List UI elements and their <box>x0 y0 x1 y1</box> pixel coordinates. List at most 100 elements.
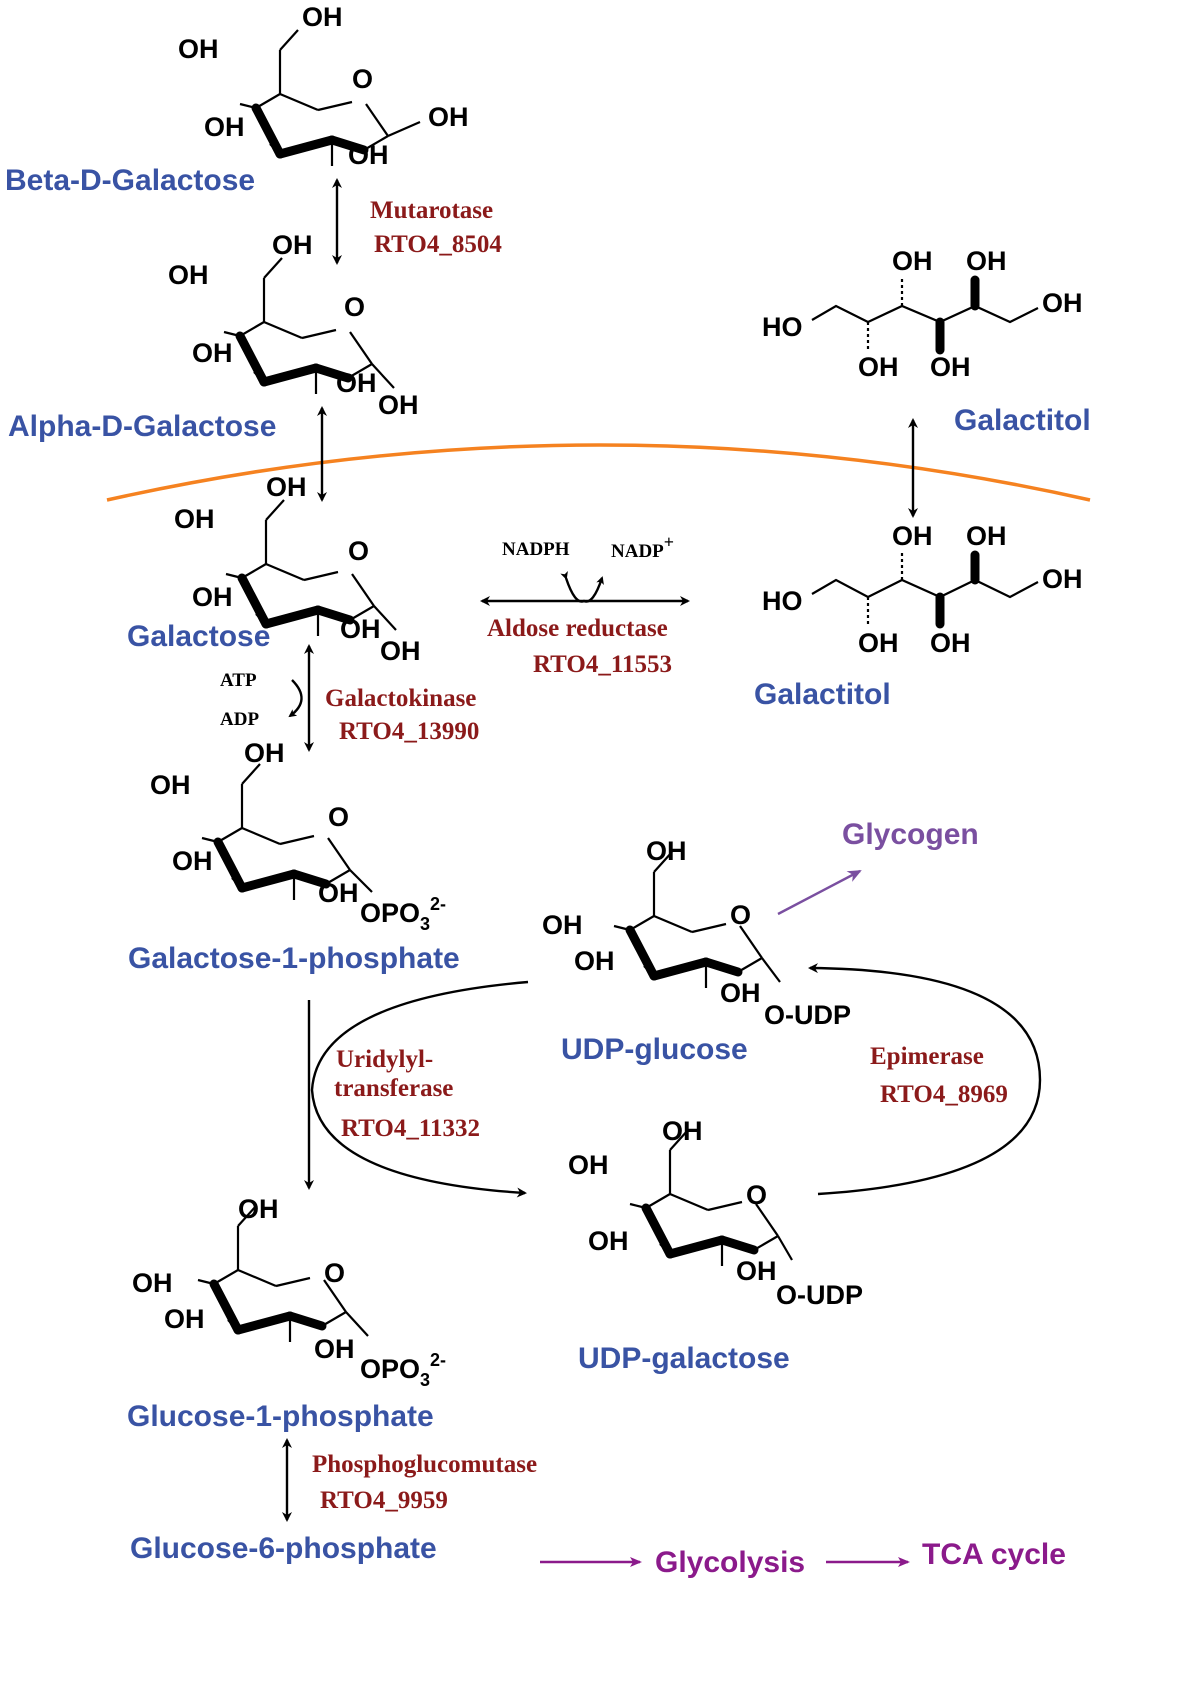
galactose-label: Galactose <box>127 620 270 653</box>
svg-text:OH: OH <box>314 1334 355 1364</box>
galactitol-inside-label: Galactitol <box>754 678 891 711</box>
udp-galactose-label: UDP-galactose <box>578 1342 790 1375</box>
svg-text:OH: OH <box>178 34 219 64</box>
svg-text:O-UDP: O-UDP <box>776 1280 863 1310</box>
svg-text:OH: OH <box>244 738 285 768</box>
aldose-reductase-gene: RTO4_11553 <box>533 651 672 678</box>
svg-text:OH: OH <box>172 846 213 876</box>
svg-text:O: O <box>746 1180 767 1210</box>
svg-text:OH: OH <box>192 582 233 612</box>
svg-text:OH: OH <box>238 1194 279 1224</box>
svg-text:OH: OH <box>966 521 1007 551</box>
glycogen-arrow <box>777 869 862 916</box>
epimerase-gene: RTO4_8969 <box>880 1081 1008 1108</box>
svg-text:OH: OH <box>588 1226 629 1256</box>
svg-text:OH: OH <box>892 521 933 551</box>
phosphoglucomutase-name: Phosphoglucomutase <box>312 1451 537 1478</box>
svg-text:OH: OH <box>348 140 389 170</box>
uridylyltransferase-gene: RTO4_11332 <box>341 1115 480 1142</box>
svg-text:OH: OH <box>858 352 899 382</box>
svg-text:O: O <box>352 64 373 94</box>
svg-text:OH: OH <box>204 112 245 142</box>
svg-text:OH: OH <box>542 910 583 940</box>
beta-galactose-label: Beta-D-Galactose <box>5 164 255 197</box>
svg-text:O: O <box>348 536 369 566</box>
svg-text:OH: OH <box>966 246 1007 276</box>
svg-text:OH: OH <box>272 230 313 260</box>
galactitol-outside-label: Galactitol <box>954 404 1091 437</box>
svg-text:OPO32-: OPO32- <box>360 1350 446 1390</box>
svg-text:OH: OH <box>858 628 899 658</box>
glucose-6-phosphate-label: Glucose-6-phosphate <box>130 1532 437 1565</box>
nadph-cofactor-arrow <box>560 571 604 603</box>
nadph-label: NADPH <box>502 539 570 560</box>
aldose-reductase-name: Aldose reductase <box>487 615 668 642</box>
beta-galactose-structure: OH OH O OH OH OH <box>178 2 469 170</box>
svg-text:OH: OH <box>132 1268 173 1298</box>
glycolysis-label: Glycolysis <box>655 1546 805 1579</box>
galactitol-inside-structure: HO OH OH OH OH OH <box>762 521 1083 658</box>
galactose-1-phosphate-label: Galactose-1-phosphate <box>128 942 460 975</box>
svg-text:OH: OH <box>720 978 761 1008</box>
epimerase-cycle-arc <box>808 963 1042 1196</box>
svg-text:OH: OH <box>336 368 377 398</box>
svg-text:OH: OH <box>428 102 469 132</box>
uridylyltransferase-cycle-arc <box>310 980 529 1198</box>
svg-text:OH: OH <box>302 2 343 32</box>
atp-cofactor-arrow <box>288 679 303 718</box>
svg-text:OH: OH <box>266 472 307 502</box>
svg-text:OH: OH <box>892 246 933 276</box>
glycogen-label: Glycogen <box>842 818 979 851</box>
svg-text:OH: OH <box>930 352 971 382</box>
nadp-label: NADP+ <box>611 532 674 562</box>
svg-text:OH: OH <box>174 504 215 534</box>
svg-text:OH: OH <box>318 878 359 908</box>
udp-galactose-structure: OH OH O OH OH O-UDP <box>568 1116 863 1310</box>
udp-glucose-label: UDP-glucose <box>561 1033 748 1066</box>
svg-text:OH: OH <box>930 628 971 658</box>
svg-text:OH: OH <box>646 836 687 866</box>
galactitol-outside-structure: HO OH OH OH OH OH <box>762 246 1083 382</box>
svg-text:OH: OH <box>168 260 209 290</box>
svg-text:OH: OH <box>568 1150 609 1180</box>
uridylyltransferase-name-2: transferase <box>334 1075 453 1102</box>
svg-text:O: O <box>324 1258 345 1288</box>
svg-text:OH: OH <box>574 946 615 976</box>
atp-label: ATP <box>220 670 257 691</box>
svg-text:OH: OH <box>736 1256 777 1286</box>
svg-text:OH: OH <box>340 614 381 644</box>
uridylyltransferase-name-1: Uridylyl- <box>336 1046 433 1073</box>
tca-cycle-label: TCA cycle <box>922 1538 1066 1571</box>
galactokinase-gene: RTO4_13990 <box>339 718 479 745</box>
adp-label: ADP <box>220 709 259 730</box>
svg-text:OH: OH <box>1042 288 1083 318</box>
svg-text:OH: OH <box>378 390 419 420</box>
alpha-galactose-structure: OH OH O OH OH OH <box>168 230 419 420</box>
galactokinase-name: Galactokinase <box>325 685 476 712</box>
svg-text:OPO32-: OPO32- <box>360 894 446 934</box>
epimerase-name: Epimerase <box>870 1043 984 1070</box>
svg-text:OH: OH <box>164 1304 205 1334</box>
svg-text:OH: OH <box>1042 564 1083 594</box>
glucose-1-phosphate-structure: OH OH O OH OH OPO32- <box>132 1194 446 1390</box>
svg-text:O: O <box>730 900 751 930</box>
mutarotase-name: Mutarotase <box>370 197 493 224</box>
udp-glucose-structure: OH OH O OH OH O-UDP <box>542 836 851 1030</box>
galactose-1-phosphate-structure: OH OH O OH OH OPO32- <box>150 738 446 934</box>
galactose-structure: OH OH O OH OH OH <box>174 472 421 666</box>
svg-text:O: O <box>344 292 365 322</box>
svg-text:OH: OH <box>380 636 421 666</box>
svg-text:OH: OH <box>150 770 191 800</box>
svg-text:OH: OH <box>192 338 233 368</box>
svg-text:O-UDP: O-UDP <box>764 1000 851 1030</box>
svg-text:O: O <box>328 802 349 832</box>
svg-text:OH: OH <box>662 1116 703 1146</box>
cell-membrane <box>106 443 1091 502</box>
phosphoglucomutase-gene: RTO4_9959 <box>320 1487 448 1514</box>
glucose-1-phosphate-label: Glucose-1-phosphate <box>127 1400 434 1433</box>
svg-text:HO: HO <box>762 586 803 616</box>
svg-text:HO: HO <box>762 312 803 342</box>
alpha-galactose-label: Alpha-D-Galactose <box>8 410 276 443</box>
mutarotase-gene: RTO4_8504 <box>374 231 502 258</box>
